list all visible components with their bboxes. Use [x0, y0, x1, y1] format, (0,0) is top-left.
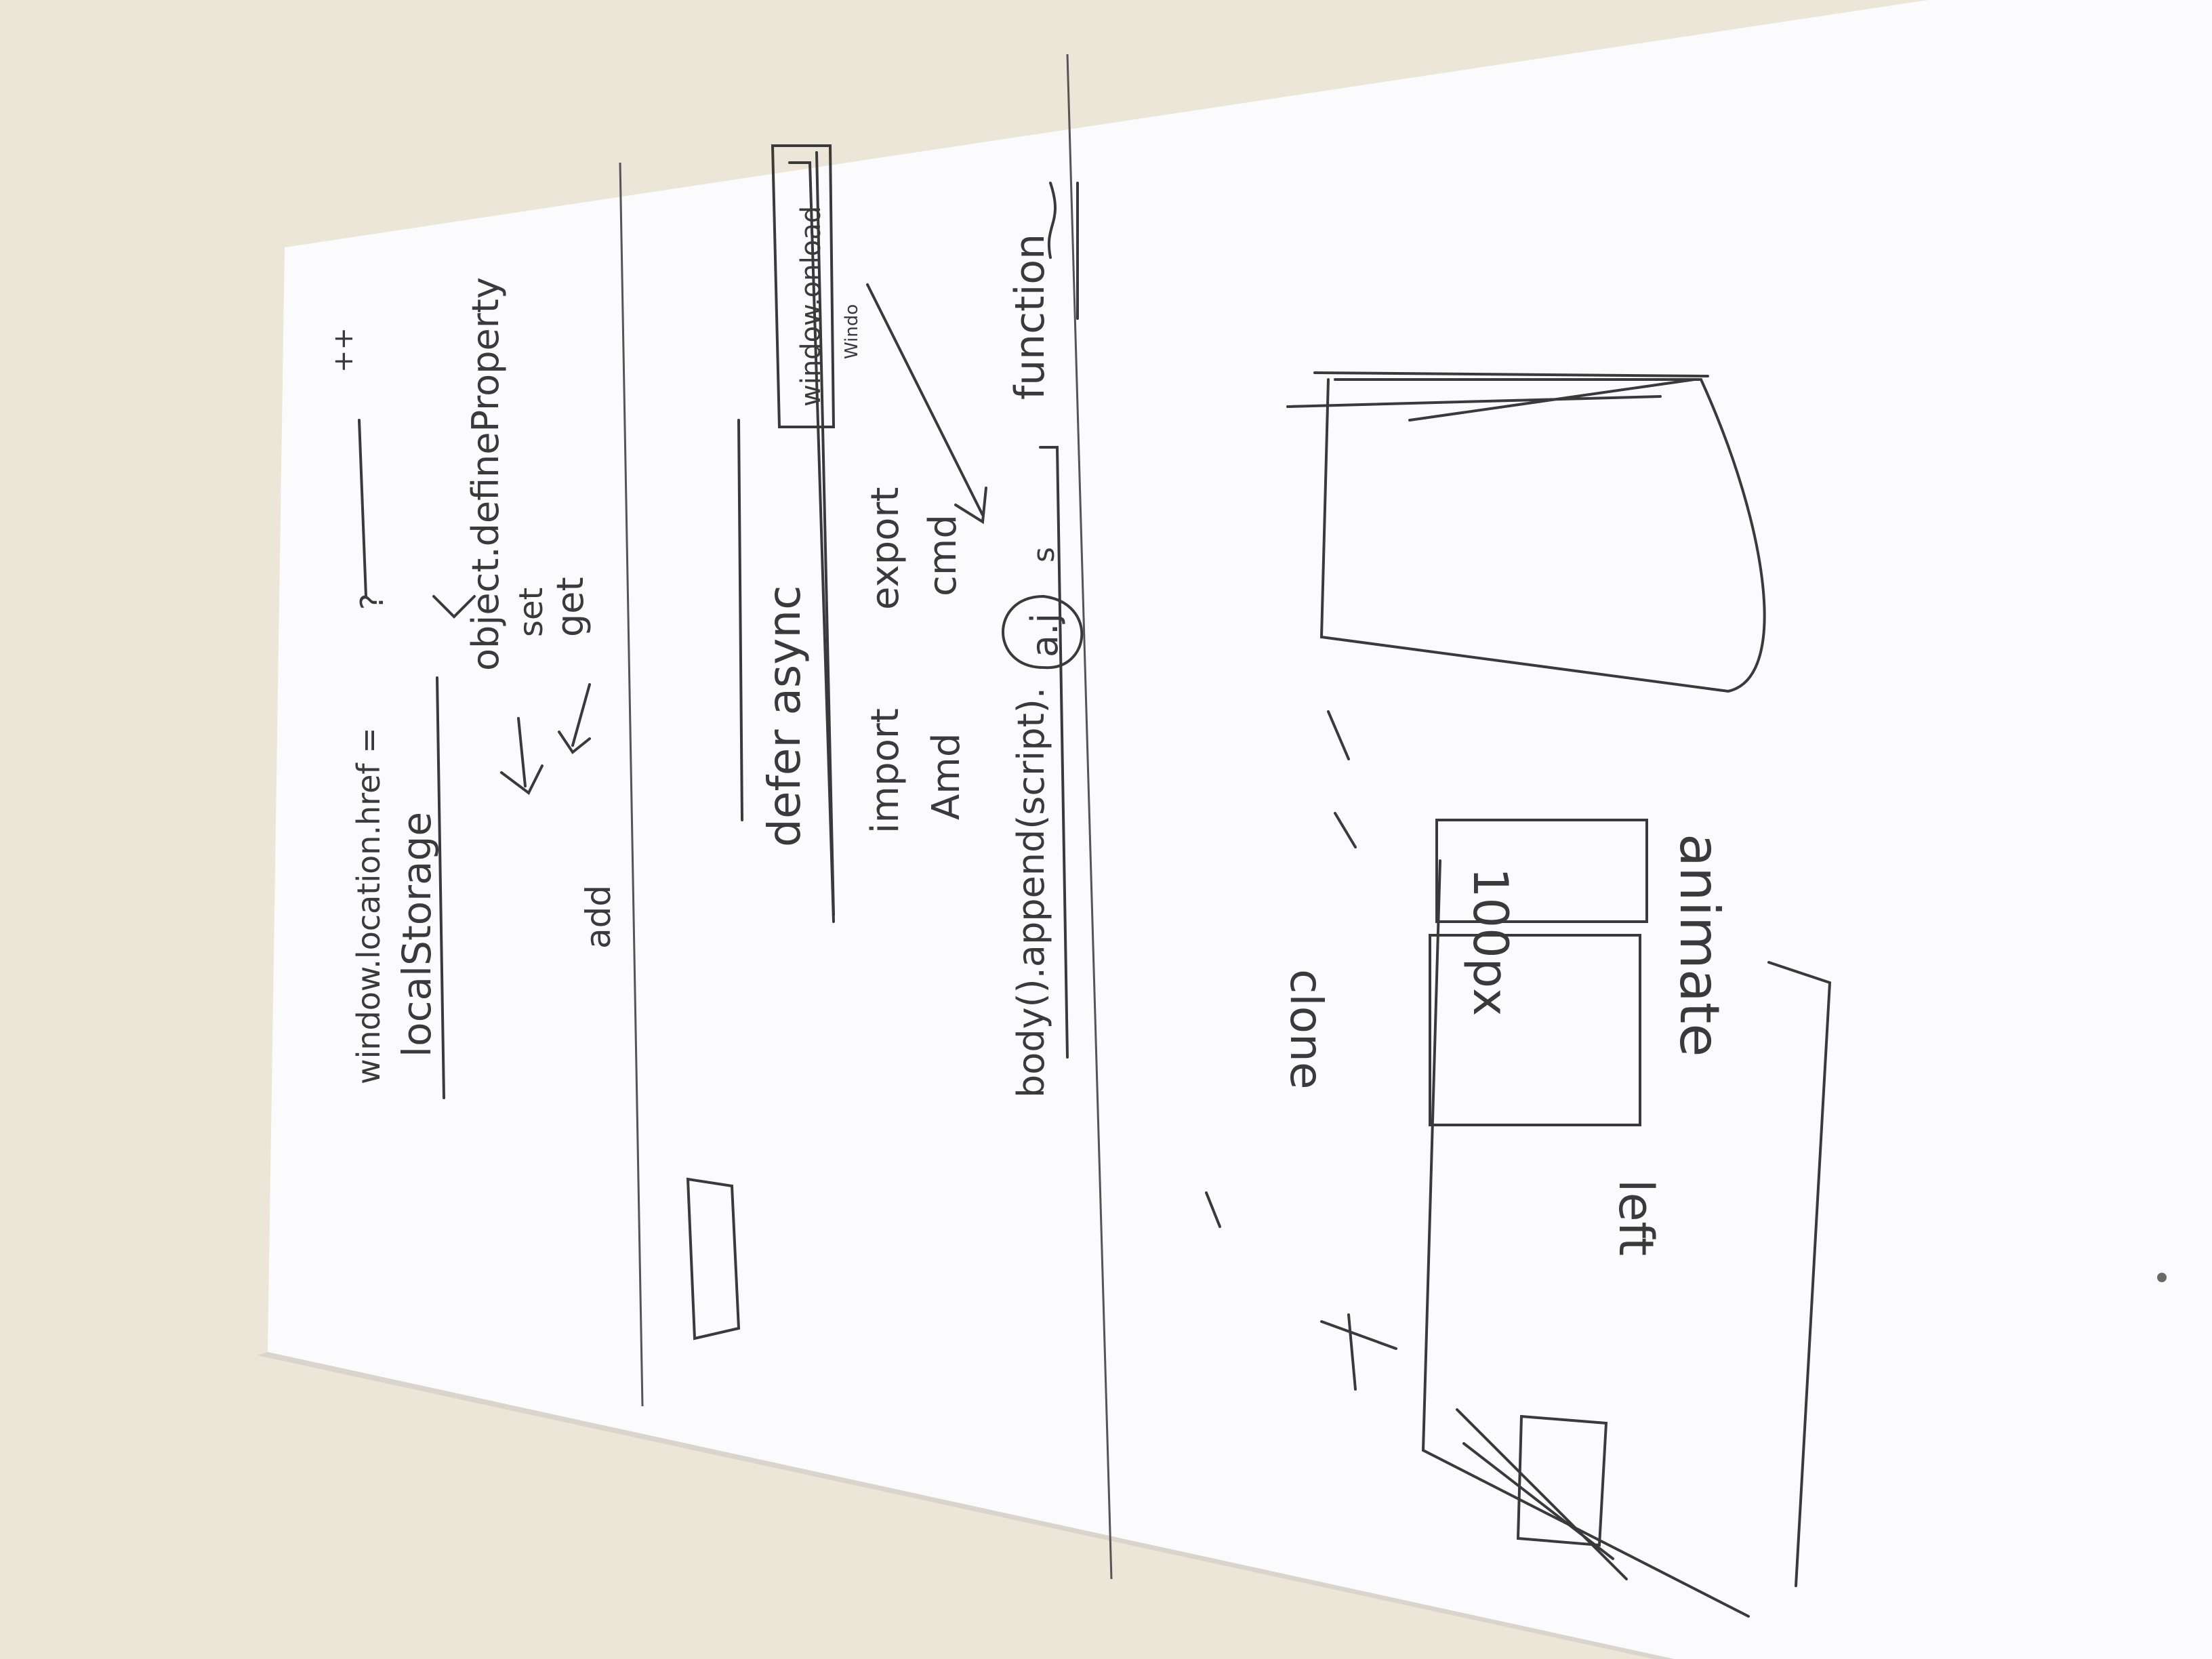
bracket-stroke	[1039, 446, 1069, 1059]
note-px: 100px	[1462, 867, 1518, 1016]
note-get: get	[549, 577, 592, 637]
paper-shadow	[258, 1352, 1674, 1659]
bracket-stroke	[788, 161, 835, 923]
sketch-line	[1421, 859, 1750, 1618]
sketch-rect	[1435, 819, 1648, 923]
underline-stroke	[815, 151, 835, 916]
sketch-cross	[1320, 1313, 1397, 1391]
note-s-letter: s	[1027, 547, 1061, 562]
divider-line	[619, 162, 644, 1407]
dash-stroke	[358, 419, 367, 598]
note-add: add	[579, 885, 618, 949]
note-question-mark: ?	[354, 594, 390, 610]
curl-stroke	[1047, 182, 1057, 259]
sketch-box	[1319, 378, 1766, 693]
note-window-onload: window.onload	[796, 206, 827, 407]
note-function: function	[1006, 234, 1054, 400]
sketch-line	[1767, 961, 1832, 1587]
sketch-rect	[1429, 934, 1641, 1126]
note-plus: ++	[328, 327, 359, 373]
note-animate: animate	[1668, 834, 1731, 1057]
paper-sheet	[268, 0, 2212, 1659]
note-amd: Amd	[924, 733, 968, 820]
note-local-storage: localStorage	[394, 812, 440, 1057]
note-body-append: body().append(script).	[1010, 687, 1052, 1098]
underline-stroke	[436, 676, 445, 1099]
underline-stroke	[737, 419, 743, 821]
note-import: import	[863, 708, 907, 834]
arrow-stroke	[866, 283, 987, 525]
note-export: export	[863, 487, 907, 610]
tick-stroke	[686, 1177, 741, 1340]
note-set: set	[512, 588, 550, 637]
sketch-mark	[1205, 710, 1357, 1228]
note-circled-js: a.j	[1023, 613, 1066, 657]
sketch-rect	[1516, 1414, 1608, 1547]
note-href: window.location.href =	[350, 727, 387, 1084]
divider-line	[1066, 54, 1113, 1580]
note-left: left	[1608, 1179, 1664, 1256]
note-define-property: object.defineProperty	[464, 277, 507, 671]
note-window-small: Windo	[842, 304, 862, 359]
arrow-stroke	[432, 595, 476, 619]
arrow-stroke	[500, 717, 544, 796]
sketch-scribble	[1286, 371, 1709, 422]
sketch-scribble	[1456, 1408, 1628, 1580]
table-speck	[2157, 1273, 2167, 1282]
box-stroke	[771, 144, 836, 428]
note-clone: clone	[1280, 969, 1332, 1089]
note-cmd: cmd	[921, 514, 965, 596]
arrow-stroke	[558, 683, 591, 754]
circle-stroke	[1002, 594, 1084, 670]
note-defer-async: defer async	[758, 586, 811, 847]
